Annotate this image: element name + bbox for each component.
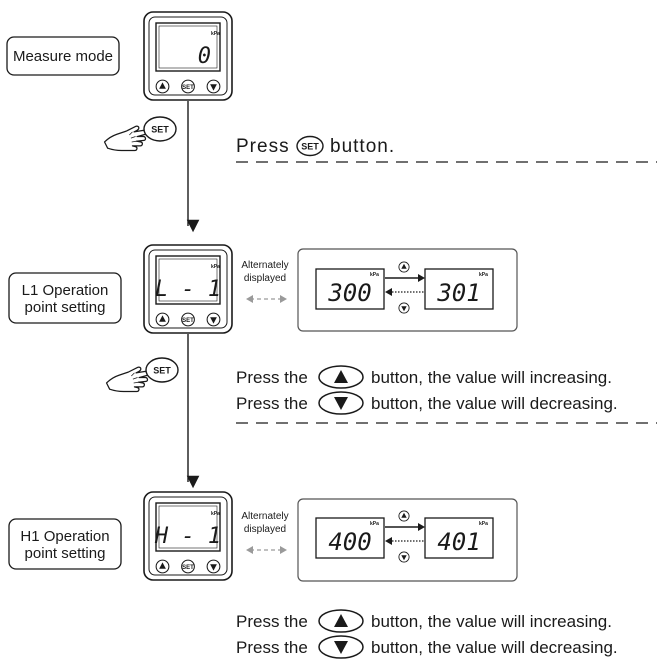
down-button[interactable]	[206, 559, 221, 574]
svg-text:kPa: kPa	[370, 272, 379, 278]
hand-press-set-icon-2: SET	[105, 357, 179, 393]
value-after: 401	[437, 528, 480, 556]
svg-text:kPa: kPa	[370, 521, 379, 527]
step-l1-operation: L1 Operation point setting kPa L - 1 SET…	[8, 244, 518, 334]
unit-label: kPa	[211, 511, 220, 517]
l1-operation-box	[8, 272, 122, 324]
alternately-text-1: Alternately	[241, 260, 288, 271]
svg-text:kPa: kPa	[479, 521, 488, 527]
set-button-label: SET	[182, 85, 194, 91]
down-instruction-icon	[318, 391, 364, 415]
up-icon	[398, 261, 410, 273]
measure-mode-label: Measure mode	[13, 48, 113, 65]
device-display-h1: kPa H - 1 SET	[143, 491, 233, 581]
svg-text:kPa: kPa	[479, 272, 488, 278]
up-button[interactable]	[155, 312, 170, 327]
displayed-text-2: displayed	[244, 524, 286, 535]
device-display-measure: kPa 0 SET	[143, 11, 233, 101]
unit-label: kPa	[211, 264, 220, 270]
set-button-label: SET	[182, 318, 194, 324]
measure-mode-box	[6, 36, 120, 76]
up-icon	[398, 510, 410, 522]
up-instruction-after: button, the value will increasing.	[371, 368, 612, 387]
step-h1-operation: H1 Operation point setting kPa H - 1 SET…	[8, 491, 518, 582]
press-set-text-before: Press	[236, 136, 290, 157]
down-button[interactable]	[206, 79, 221, 94]
device-display-l1: kPa L - 1 SET	[143, 244, 233, 334]
alternate-arrow-icon-2	[246, 546, 287, 554]
press-set-instruction: Press SET button.	[236, 135, 657, 163]
press-set-text-after: button.	[330, 136, 395, 157]
set-button-label: SET	[182, 565, 194, 571]
value-after: 301	[436, 279, 480, 307]
h1-label-line1: H1 Operation	[20, 528, 109, 545]
up-button[interactable]	[155, 559, 170, 574]
down-icon	[398, 551, 410, 563]
l1-instructions: Press the button, the value will increas…	[236, 365, 657, 424]
display-value: 0	[198, 44, 211, 69]
set-icon: SET	[296, 135, 324, 157]
l1-label-line2: point setting	[25, 299, 106, 316]
down-instruction-icon-2	[318, 635, 364, 659]
displayed-text-1: displayed	[244, 273, 286, 284]
h1-instructions: Press the button, the value will increas…	[236, 609, 618, 659]
svg-text:SET: SET	[301, 142, 319, 152]
down-instruction-after-2: button, the value will decreasing.	[371, 638, 618, 657]
value-before: 400	[328, 528, 371, 556]
hand-press-set-icon: SET	[103, 116, 177, 152]
down-instruction-before: Press the	[236, 394, 308, 413]
step-measure-mode: Measure mode kPa 0 SET	[6, 11, 233, 101]
alternate-arrow-icon	[246, 295, 287, 303]
down-instruction-before-2: Press the	[236, 638, 308, 657]
value-panel-h1: kPa 400 kPa 401	[297, 498, 518, 582]
set-badge-label: SET	[153, 366, 171, 376]
up-button[interactable]	[155, 79, 170, 94]
alternately-text-2: Alternately	[241, 511, 288, 522]
down-instruction-after: button, the value will decreasing.	[371, 394, 618, 413]
up-instruction-icon-2	[318, 609, 364, 633]
value-panel-l1: kPa 300 kPa 301	[297, 248, 518, 332]
h1-operation-box	[8, 518, 122, 570]
down-button[interactable]	[206, 312, 221, 327]
up-instruction-icon	[318, 365, 364, 389]
display-value: L - 1	[155, 277, 221, 302]
display-value: H - 1	[154, 524, 221, 549]
up-instruction-after-2: button, the value will increasing.	[371, 612, 612, 631]
up-instruction-before: Press the	[236, 368, 308, 387]
down-icon	[398, 302, 410, 314]
value-before: 300	[327, 279, 371, 307]
up-instruction-before-2: Press the	[236, 612, 308, 631]
h1-label-line2: point setting	[25, 545, 106, 562]
unit-label: kPa	[211, 31, 220, 37]
set-badge-label: SET	[151, 125, 169, 135]
l1-label-line1: L1 Operation	[22, 282, 109, 299]
